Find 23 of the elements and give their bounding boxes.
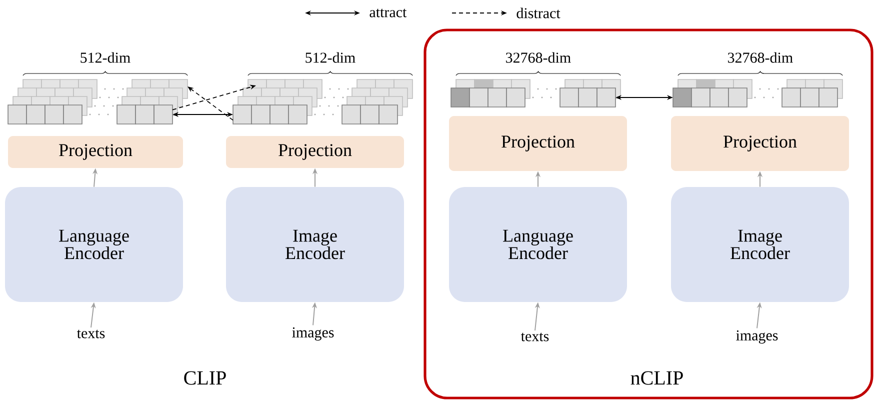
- projection-box: Projection: [226, 136, 404, 168]
- encoder-box: Language Encoder: [5, 187, 184, 302]
- encoder-box: Language Encoder: [449, 187, 627, 302]
- encoder-box: Image Encoder: [226, 187, 404, 302]
- input-label: texts: [77, 330, 105, 338]
- vector-stack-drawing: [450, 79, 621, 108]
- input-label: images: [736, 330, 778, 344]
- vector-stack-drawing: [8, 79, 188, 124]
- projection-box: Projection: [8, 136, 184, 168]
- vector-stack-drawing: [672, 79, 843, 108]
- projection-box: Projection: [449, 116, 627, 171]
- dimension-label: 32768-dim: [506, 52, 571, 63]
- encoder-box: Image Encoder: [671, 187, 849, 302]
- vector-stack-drawing: [232, 79, 413, 124]
- projection-box: Projection: [671, 116, 849, 171]
- legend-label: distract: [516, 8, 560, 18]
- dimension-label: 512-dim: [80, 52, 130, 63]
- legend-label: attract: [370, 8, 407, 18]
- model-label: CLIP: [184, 371, 226, 385]
- input-label: texts: [520, 332, 549, 342]
- dimension-label: 512-dim: [306, 52, 356, 63]
- dimension-label: 32768-dim: [728, 52, 793, 63]
- input-label: images: [292, 327, 334, 341]
